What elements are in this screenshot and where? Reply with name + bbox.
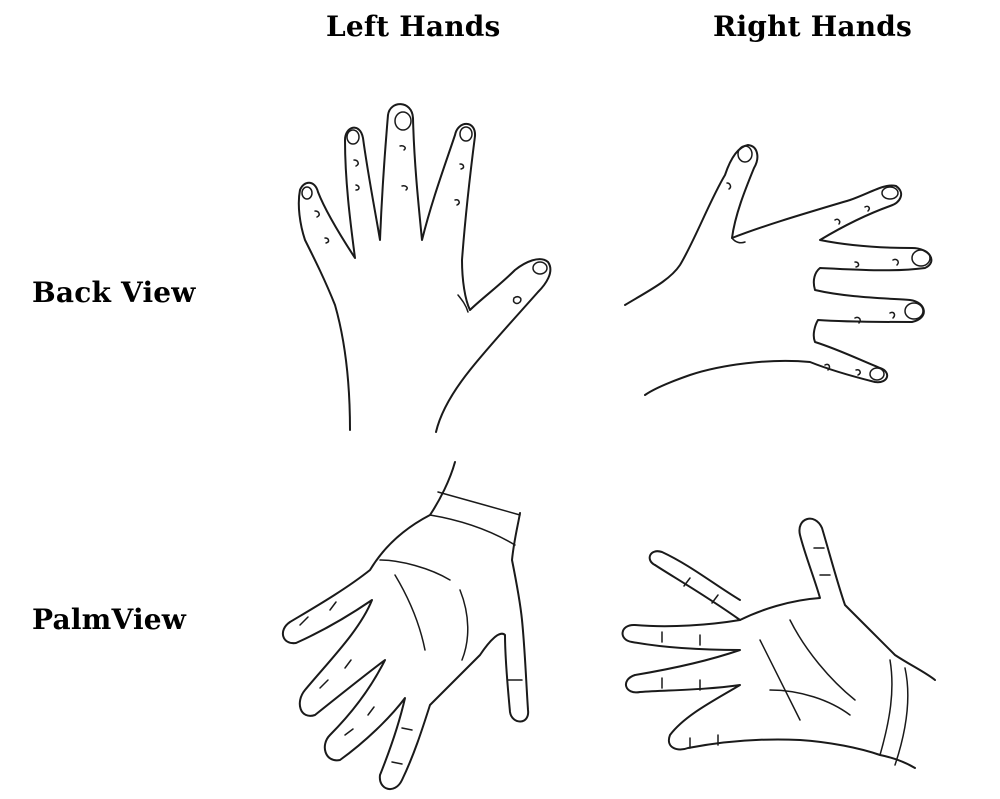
left-hand-back-view bbox=[297, 103, 552, 433]
left-hand-palm-view bbox=[281, 461, 530, 790]
left-hands-header: Left Hands bbox=[326, 10, 501, 43]
back-view-label: Back View bbox=[32, 276, 196, 309]
right-hands-header: Right Hands bbox=[713, 10, 913, 43]
right-hand-back-view bbox=[624, 144, 933, 396]
right-hand-palm-view bbox=[621, 517, 936, 769]
palm-view-label: PalmView bbox=[32, 603, 187, 636]
